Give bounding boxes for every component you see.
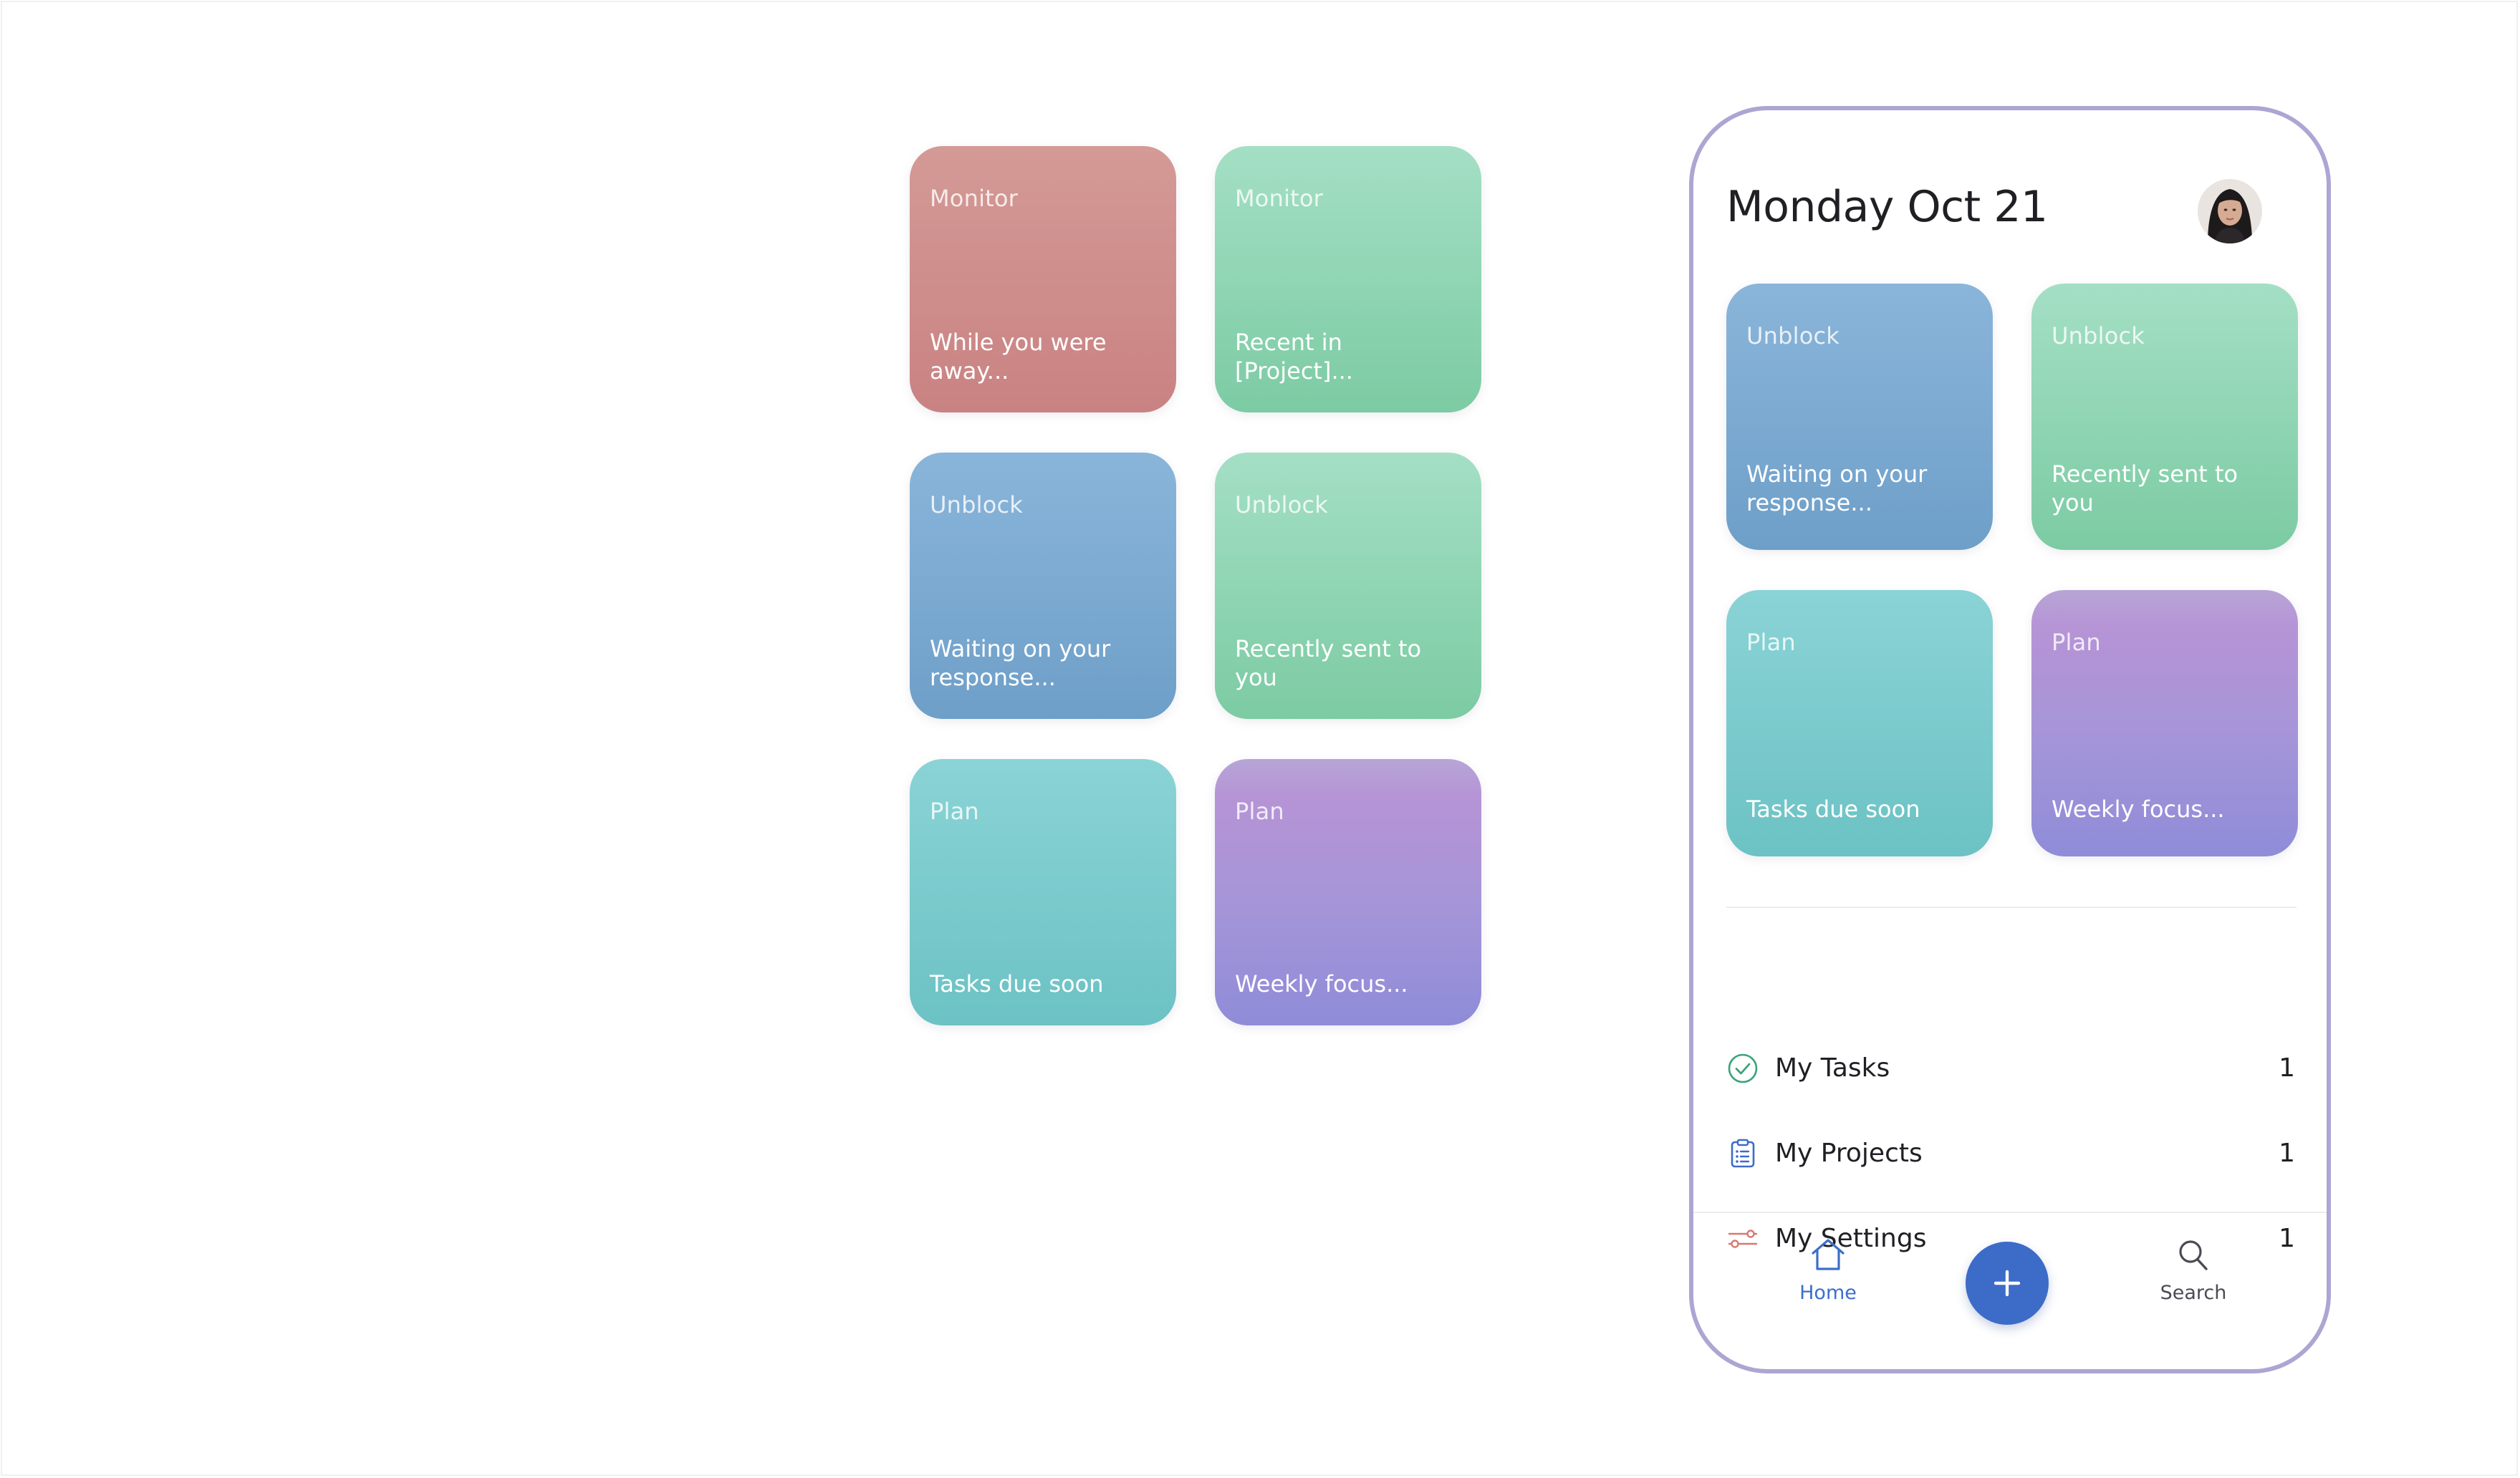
page-title: Monday Oct 21 bbox=[1726, 182, 2048, 232]
add-button[interactable] bbox=[1966, 1242, 2049, 1325]
card-description: While you were away... bbox=[930, 329, 1107, 385]
phone-frame: Monday Oct 21 Unblock Waiting on your re… bbox=[1689, 106, 2331, 1373]
card-description: Tasks due soon bbox=[1746, 796, 1920, 823]
card-category: Plan bbox=[1235, 798, 1284, 825]
sliders-icon bbox=[1726, 1222, 1759, 1255]
list-item-count: 1 bbox=[2279, 1224, 2295, 1253]
card-description: Recently sent to you bbox=[1235, 635, 1422, 691]
card-unblock-waiting-response[interactable]: Unblock Waiting on your response... bbox=[1726, 284, 1993, 550]
card-plan-tasks-due[interactable]: Plan Tasks due soon bbox=[910, 759, 1176, 1025]
phone-card-grid: Unblock Waiting on your response... Unbl… bbox=[1726, 284, 2299, 856]
home-icon bbox=[1812, 1239, 1845, 1270]
list-item-my-settings[interactable]: My Settings 1 bbox=[1726, 1196, 2297, 1281]
card-description: Waiting on your response... bbox=[930, 635, 1111, 691]
card-category: Unblock bbox=[930, 491, 1024, 518]
list-item-label: My Settings bbox=[1775, 1224, 1927, 1253]
card-category: Monitor bbox=[1235, 185, 1324, 212]
tab-search[interactable]: Search bbox=[2136, 1237, 2251, 1304]
card-category: Monitor bbox=[930, 185, 1019, 212]
section-divider bbox=[1726, 907, 2297, 908]
card-unblock-recently-sent[interactable]: Unblock Recently sent to you bbox=[1215, 453, 1481, 719]
card-category: Unblock bbox=[1235, 491, 1329, 518]
card-category: Unblock bbox=[1746, 322, 1840, 349]
shortcut-card-grid: Monitor While you were away... Monitor R… bbox=[910, 146, 1483, 1028]
avatar[interactable] bbox=[2198, 179, 2262, 243]
list-item-my-projects[interactable]: My Projects 1 bbox=[1726, 1111, 2297, 1196]
check-circle-icon bbox=[1726, 1052, 1759, 1085]
list-item-count: 1 bbox=[2279, 1053, 2295, 1083]
bottom-tab-bar: Home Search bbox=[1693, 1212, 2327, 1369]
search-icon bbox=[2179, 1240, 2208, 1270]
user-avatar-icon bbox=[2198, 179, 2262, 243]
tab-label: Search bbox=[2160, 1282, 2227, 1304]
card-monitor-while-away[interactable]: Monitor While you were away... bbox=[910, 146, 1176, 412]
card-plan-tasks-due[interactable]: Plan Tasks due soon bbox=[1726, 590, 1993, 856]
tab-home[interactable]: Home bbox=[1771, 1237, 1885, 1304]
clipboard-list-icon bbox=[1726, 1137, 1759, 1170]
card-unblock-recently-sent[interactable]: Unblock Recently sent to you bbox=[2031, 284, 2298, 550]
card-description: Waiting on your response... bbox=[1746, 460, 1928, 516]
card-description: Recently sent to you bbox=[2052, 460, 2238, 516]
card-unblock-waiting-response[interactable]: Unblock Waiting on your response... bbox=[910, 453, 1176, 719]
plus-icon bbox=[1994, 1270, 2021, 1297]
card-category: Plan bbox=[2052, 629, 2101, 656]
card-description: Tasks due soon bbox=[930, 970, 1104, 998]
card-description: Recent in [Project]... bbox=[1235, 329, 1353, 385]
card-plan-weekly-focus[interactable]: Plan Weekly focus... bbox=[1215, 759, 1481, 1025]
tabbar-divider bbox=[1693, 1212, 2327, 1213]
tab-label: Home bbox=[1799, 1282, 1857, 1304]
card-plan-weekly-focus[interactable]: Plan Weekly focus... bbox=[2031, 590, 2298, 856]
list-item-my-tasks[interactable]: My Tasks 1 bbox=[1726, 1025, 2297, 1111]
list-item-count: 1 bbox=[2279, 1139, 2295, 1168]
card-description: Weekly focus... bbox=[1235, 970, 1408, 998]
card-category: Plan bbox=[1746, 629, 1796, 656]
card-category: Unblock bbox=[2052, 322, 2145, 349]
card-category: Plan bbox=[930, 798, 979, 825]
list-item-label: My Tasks bbox=[1775, 1053, 1890, 1083]
list-item-label: My Projects bbox=[1775, 1139, 1923, 1168]
card-monitor-recent-project[interactable]: Monitor Recent in [Project]... bbox=[1215, 146, 1481, 412]
quick-links-list: My Tasks 1 My Projects 1 bbox=[1726, 1025, 2297, 1281]
card-description: Weekly focus... bbox=[2052, 796, 2225, 823]
